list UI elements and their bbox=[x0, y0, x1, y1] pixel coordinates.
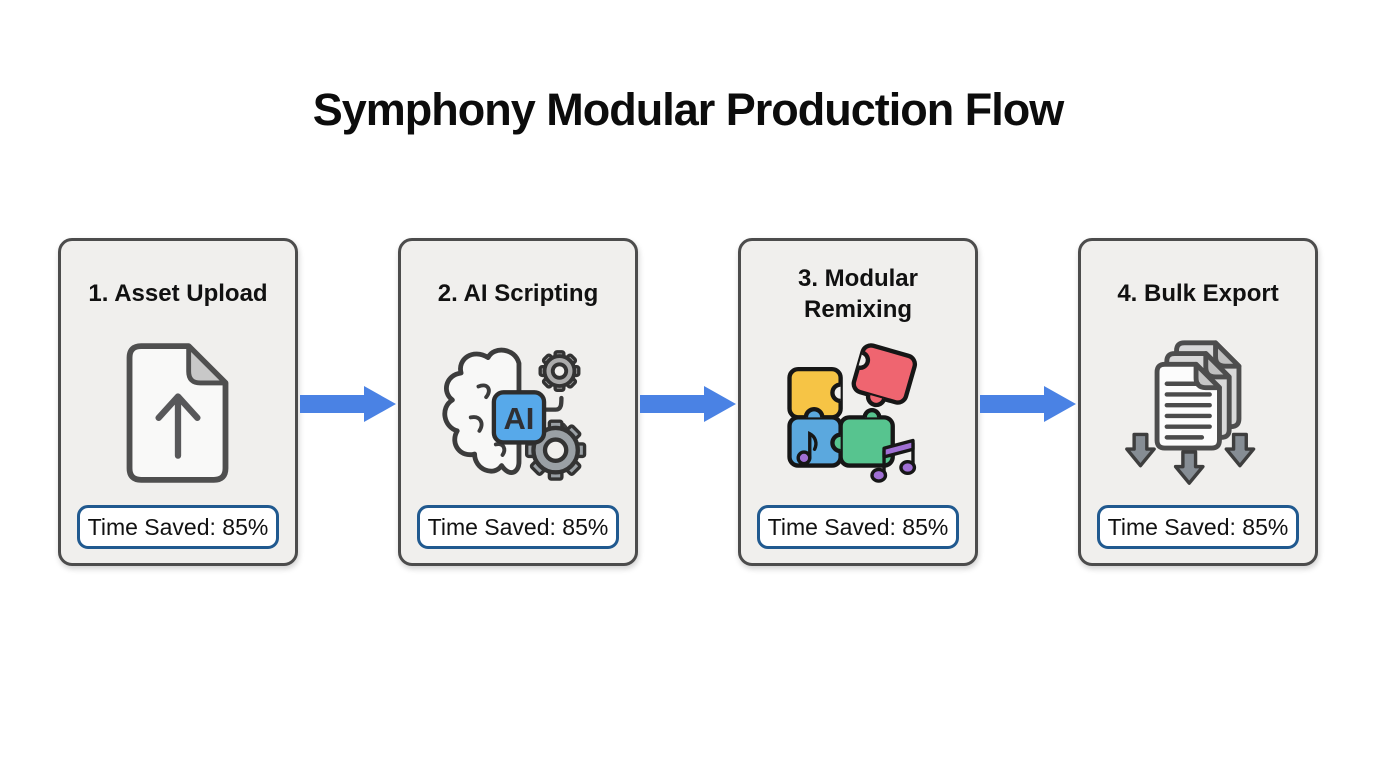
ai-chip-icon: AI bbox=[491, 389, 547, 445]
ai-chip-label: AI bbox=[504, 400, 535, 435]
gear-large-icon bbox=[524, 419, 587, 481]
music-note-double-icon bbox=[870, 438, 917, 483]
icon-area bbox=[1081, 331, 1315, 495]
icon-area bbox=[741, 331, 975, 495]
time-saved-badge: Time Saved: 85% bbox=[417, 505, 619, 549]
document-upload-icon bbox=[126, 343, 229, 483]
puzzle-music-remix-icon bbox=[787, 342, 918, 483]
time-saved-badge: Time Saved: 85% bbox=[77, 505, 279, 549]
step-title: 1. Asset Upload bbox=[88, 280, 268, 308]
download-arrows bbox=[1125, 432, 1256, 485]
ai-brain-gears-icon: AI bbox=[442, 347, 587, 481]
page-title: Symphony Modular Production Flow bbox=[312, 84, 1065, 135]
gear-small-icon bbox=[538, 349, 581, 392]
time-saved-badge: Time Saved: 85% bbox=[757, 505, 959, 549]
flow-arrow-1 bbox=[300, 386, 396, 422]
icon-area bbox=[61, 331, 295, 495]
icon-area: AI bbox=[401, 331, 635, 495]
puzzle-piece-red bbox=[851, 342, 918, 407]
step-title: 3. Modular Remixing bbox=[797, 264, 918, 323]
flow-arrow-2 bbox=[640, 386, 736, 422]
step-title: 2. AI Scripting bbox=[437, 280, 599, 308]
step-box-ai-scripting: 2. AI Scripting bbox=[398, 238, 638, 566]
step-box-modular-remixing: 3. Modular Remixing bbox=[738, 238, 978, 566]
step-box-bulk-export: 4. Bulk Export bbox=[1078, 238, 1318, 566]
documents-download-icon bbox=[1125, 340, 1256, 485]
music-note-small-icon bbox=[796, 430, 818, 465]
step-box-asset-upload: 1. Asset Upload Time Saved: 85% bbox=[58, 238, 298, 566]
time-saved-badge: Time Saved: 85% bbox=[1097, 505, 1299, 549]
step-title: 4. Bulk Export bbox=[1117, 280, 1279, 308]
flow-arrow-3 bbox=[980, 386, 1076, 422]
